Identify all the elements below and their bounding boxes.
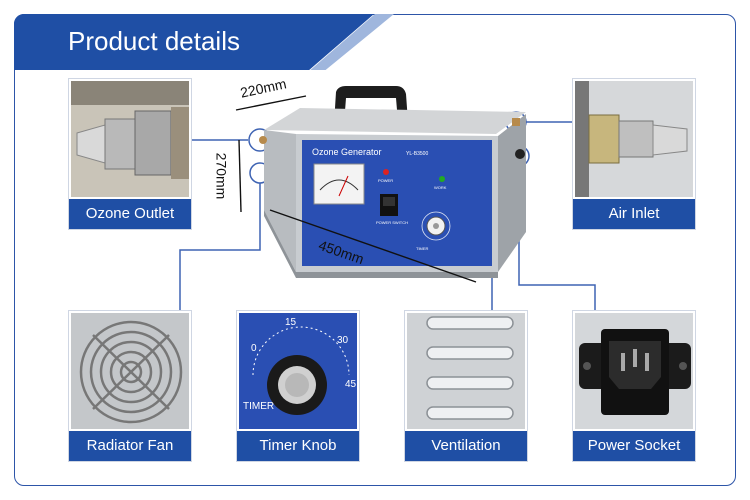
timer-knob-label: Timer Knob bbox=[237, 431, 359, 461]
card-power-socket: Power Socket bbox=[572, 310, 696, 462]
power-switch-label: POWER SWITCH bbox=[376, 220, 408, 225]
device-model-text: YL-B3500 bbox=[406, 151, 428, 157]
knob-timer-text: TIMER bbox=[243, 401, 275, 412]
knob-tick-30: 30 bbox=[337, 335, 349, 346]
card-timer-knob: 0 15 30 45 TIMER Timer Knob bbox=[236, 310, 360, 462]
timer-knob-photo: 0 15 30 45 TIMER bbox=[239, 313, 357, 429]
radiator-fan-label: Radiator Fan bbox=[69, 431, 191, 461]
air-inlet-label: Air Inlet bbox=[573, 199, 695, 229]
card-ozone-outlet: Ozone Outlet bbox=[68, 78, 192, 230]
knob-tick-45: 45 bbox=[345, 379, 357, 390]
header-banner bbox=[14, 14, 374, 70]
ozone-outlet-photo bbox=[71, 81, 189, 197]
ventilation-label: Ventilation bbox=[405, 431, 527, 461]
height-dimension: 270mm bbox=[213, 152, 230, 200]
power-socket-photo bbox=[575, 313, 693, 429]
power-led-label: POWER bbox=[378, 178, 393, 183]
ozone-generator-device: Ozone Generator YL-B3500 POWER WORK POWE… bbox=[259, 86, 526, 278]
device-name-text: Ozone Generator bbox=[312, 147, 382, 157]
card-radiator-fan: Radiator Fan bbox=[68, 310, 192, 462]
ventilation-photo bbox=[407, 313, 525, 429]
card-ventilation: Ventilation bbox=[404, 310, 528, 462]
knob-tick-0: 0 bbox=[251, 343, 257, 354]
knob-tick-15: 15 bbox=[285, 317, 297, 328]
timer-panel-label: TIMER bbox=[416, 246, 429, 251]
ozone-outlet-label: Ozone Outlet bbox=[69, 199, 191, 229]
air-inlet-photo bbox=[575, 81, 693, 197]
card-air-inlet: Air Inlet bbox=[572, 78, 696, 230]
work-led-label: WORK bbox=[434, 185, 447, 190]
page-title: Product details bbox=[68, 26, 240, 56]
power-socket-label: Power Socket bbox=[573, 431, 695, 461]
radiator-fan-photo bbox=[71, 313, 189, 429]
